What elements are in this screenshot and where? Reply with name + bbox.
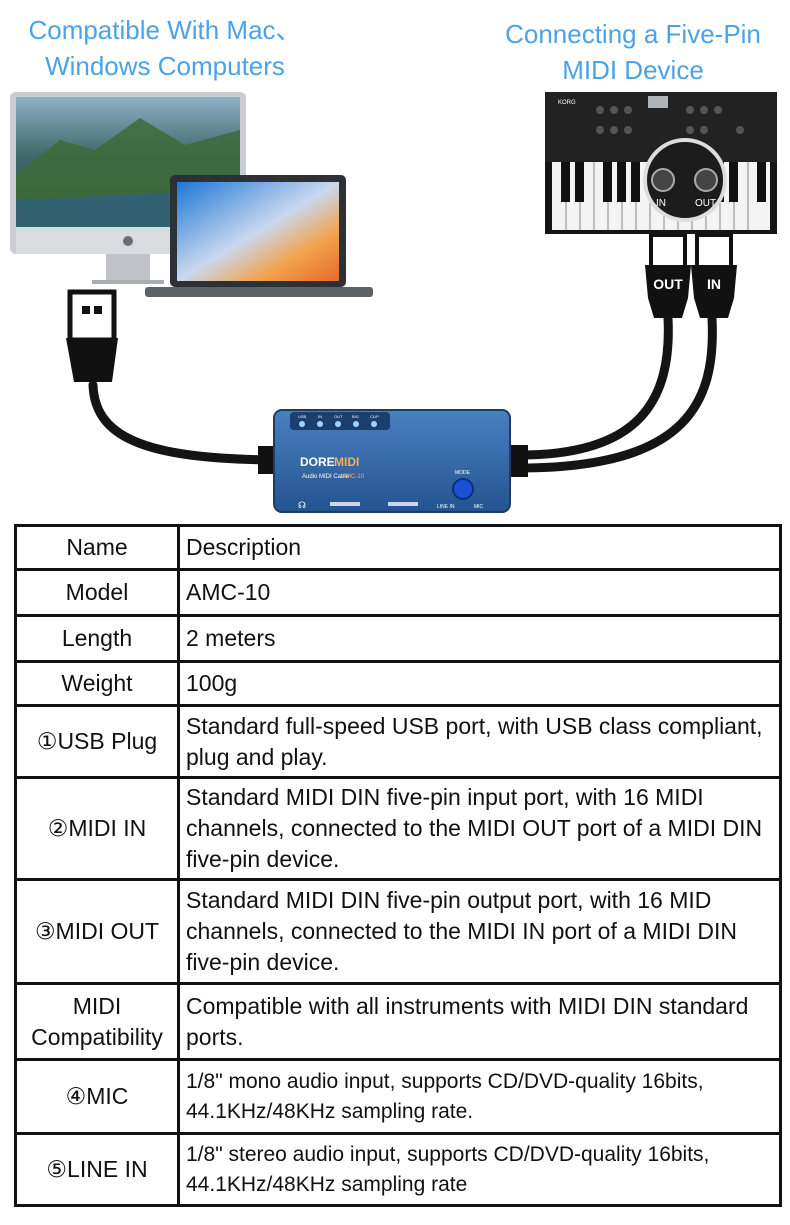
table-row: ③MIDI OUT Standard MIDI DIN five-pin out… [14, 878, 782, 985]
midi-out-plug: OUT [645, 233, 691, 318]
row-description: Standard MIDI DIN five-pin input port, w… [177, 776, 782, 881]
svg-text:BIG: BIG [352, 414, 359, 419]
table-row: ①USB Plug Standard full-speed USB port, … [14, 704, 782, 779]
svg-text:MIDI: MIDI [334, 455, 359, 469]
svg-text:CLIP: CLIP [370, 414, 379, 419]
row-description: 1/8" mono audio input, supports CD/DVD-q… [177, 1058, 782, 1135]
table-row: ②MIDI IN Standard MIDI DIN five-pin inpu… [14, 776, 782, 881]
cable [88, 313, 717, 473]
row-name: ③MIDI OUT [14, 878, 180, 985]
svg-text:AMC-10: AMC-10 [342, 474, 365, 480]
row-name: ④MIC [14, 1058, 180, 1135]
usb-plug [66, 289, 118, 382]
midi-keyboard-device: KORG IN OUT [545, 92, 777, 234]
row-name: Length [14, 614, 180, 663]
row-description: Standard full-speed USB port, with USB c… [177, 704, 782, 779]
caption-line: Connecting a Five-Pin [505, 19, 761, 49]
row-description: 100g [177, 660, 782, 707]
table-row: ④MIC 1/8" mono audio input, supports CD/… [14, 1058, 782, 1135]
table-row: Length 2 meters [14, 614, 782, 663]
row-description: Description [177, 524, 782, 571]
doremidi-interface-box: USB IN OUT BIG CLIP DORE MIDI Audio MIDI… [258, 409, 528, 513]
led-labels: USB IN OUT BIG CLIP [298, 414, 379, 419]
row-name: Name [14, 524, 180, 571]
table-row: ⑤LINE IN 1/8" stereo audio input, suppor… [14, 1132, 782, 1207]
product-illustration: KORG IN OUT [10, 92, 777, 513]
row-description: 1/8" stereo audio input, supports CD/DVD… [177, 1132, 782, 1207]
row-name: ⑤LINE IN [14, 1132, 180, 1207]
svg-text:MODE: MODE [455, 470, 471, 476]
table-row: MIDI Compatibility Compatible with all i… [14, 982, 782, 1061]
row-description: Compatible with all instruments with MID… [177, 982, 782, 1061]
table-row: Weight 100g [14, 660, 782, 707]
row-description: 2 meters [177, 614, 782, 663]
midi-in-plug: IN [691, 233, 737, 318]
svg-text:USB: USB [298, 414, 307, 419]
svg-text:IN: IN [707, 276, 721, 292]
svg-text:☊: ☊ [298, 500, 306, 510]
svg-text:IN: IN [656, 198, 666, 209]
svg-text:OUT: OUT [334, 414, 343, 419]
caption-line: Windows Computers [45, 51, 285, 81]
spec-table: Name Description Model AMC-10 Length 2 m… [14, 524, 782, 1207]
svg-text:DORE: DORE [300, 455, 335, 469]
svg-text:IN: IN [318, 414, 322, 419]
row-name: Model [14, 568, 180, 617]
caption-line: MIDI Device [562, 55, 704, 85]
row-name: ①USB Plug [14, 704, 180, 779]
svg-text:MIC: MIC [474, 504, 484, 510]
table-row: Model AMC-10 [14, 568, 782, 617]
row-description: AMC-10 [177, 568, 782, 617]
caption-computers: Compatible With Mac、 Windows Computers [10, 12, 320, 84]
row-name: Weight [14, 660, 180, 707]
row-name: MIDI Compatibility [14, 982, 180, 1061]
svg-text:KORG: KORG [558, 100, 576, 106]
row-name: ②MIDI IN [14, 776, 180, 881]
svg-text:OUT: OUT [653, 276, 683, 292]
caption-midi-device: Connecting a Five-Pin MIDI Device [478, 16, 788, 88]
svg-text:LINE IN: LINE IN [437, 504, 455, 510]
laptop-computer [145, 175, 373, 297]
svg-text:OUT: OUT [695, 198, 716, 209]
caption-line: Compatible With Mac、 [28, 15, 302, 45]
svg-text:Audio MIDI Cable: Audio MIDI Cable [302, 474, 350, 480]
table-row: Name Description [14, 524, 782, 571]
row-description: Standard MIDI DIN five-pin output port, … [177, 878, 782, 985]
